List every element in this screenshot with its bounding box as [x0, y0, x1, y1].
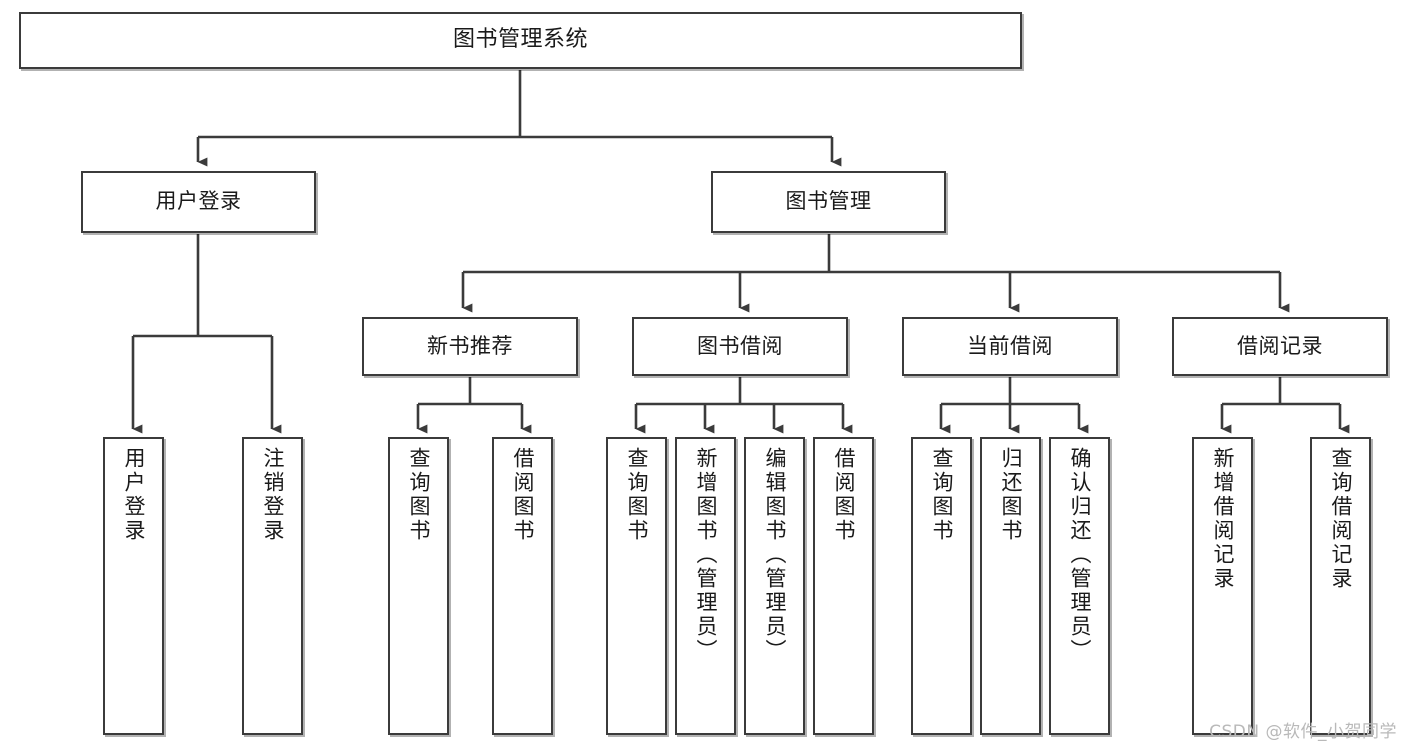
- node-leaf-add-borrow-record[interactable]: 新增借阅记录: [1192, 437, 1253, 735]
- node-label: 编辑图书（管理员）: [763, 447, 787, 663]
- node-leaf-confirm-return[interactable]: 确认归还（管理员）: [1049, 437, 1110, 735]
- node-leaf-edit-book[interactable]: 编辑图书（管理员）: [744, 437, 805, 735]
- node-label: 图书管理系统: [452, 27, 588, 53]
- node-leaf-return-book[interactable]: 归还图书: [980, 437, 1041, 735]
- node-leaf-query-book-borrow[interactable]: 查询图书: [606, 437, 667, 735]
- node-label: 借阅图书: [511, 447, 535, 543]
- node-label: 新书推荐: [427, 333, 513, 358]
- node-leaf-borrow-book[interactable]: 借阅图书: [813, 437, 874, 735]
- node-borrow-record[interactable]: 借阅记录: [1172, 317, 1388, 376]
- node-label: 新增借阅记录: [1211, 447, 1235, 591]
- node-leaf-query-borrow-record[interactable]: 查询借阅记录: [1310, 437, 1371, 735]
- node-leaf-user-logout[interactable]: 注销登录: [242, 437, 303, 735]
- node-label: 归还图书: [999, 447, 1023, 543]
- node-new-book-recommend[interactable]: 新书推荐: [362, 317, 578, 376]
- node-label: 当前借阅: [967, 333, 1053, 358]
- node-label: 借阅记录: [1237, 333, 1323, 358]
- node-current-borrow[interactable]: 当前借阅: [902, 317, 1118, 376]
- node-label: 借阅图书: [832, 447, 856, 543]
- node-label: 注销登录: [261, 447, 285, 543]
- node-leaf-add-book[interactable]: 新增图书（管理员）: [675, 437, 736, 735]
- node-label: 图书借阅: [697, 333, 783, 358]
- node-root-book-management-system[interactable]: 图书管理系统: [19, 12, 1022, 69]
- node-label: 新增图书（管理员）: [694, 447, 718, 663]
- node-label: 用户登录: [155, 189, 242, 214]
- node-book-borrow[interactable]: 图书借阅: [632, 317, 848, 376]
- node-label: 查询图书: [930, 447, 954, 543]
- node-label: 确认归还（管理员）: [1068, 447, 1092, 663]
- node-leaf-query-book-current[interactable]: 查询图书: [911, 437, 972, 735]
- node-label: 查询借阅记录: [1329, 447, 1353, 591]
- node-label: 用户登录: [122, 447, 146, 543]
- node-label: 查询图书: [407, 447, 431, 543]
- node-label: 图书管理: [785, 189, 872, 214]
- node-leaf-user-login[interactable]: 用户登录: [103, 437, 164, 735]
- node-book-management[interactable]: 图书管理: [711, 171, 946, 233]
- node-label: 查询图书: [625, 447, 649, 543]
- node-user-login[interactable]: 用户登录: [81, 171, 316, 233]
- node-leaf-borrow-book-recommend[interactable]: 借阅图书: [492, 437, 553, 735]
- node-leaf-query-book-recommend[interactable]: 查询图书: [388, 437, 449, 735]
